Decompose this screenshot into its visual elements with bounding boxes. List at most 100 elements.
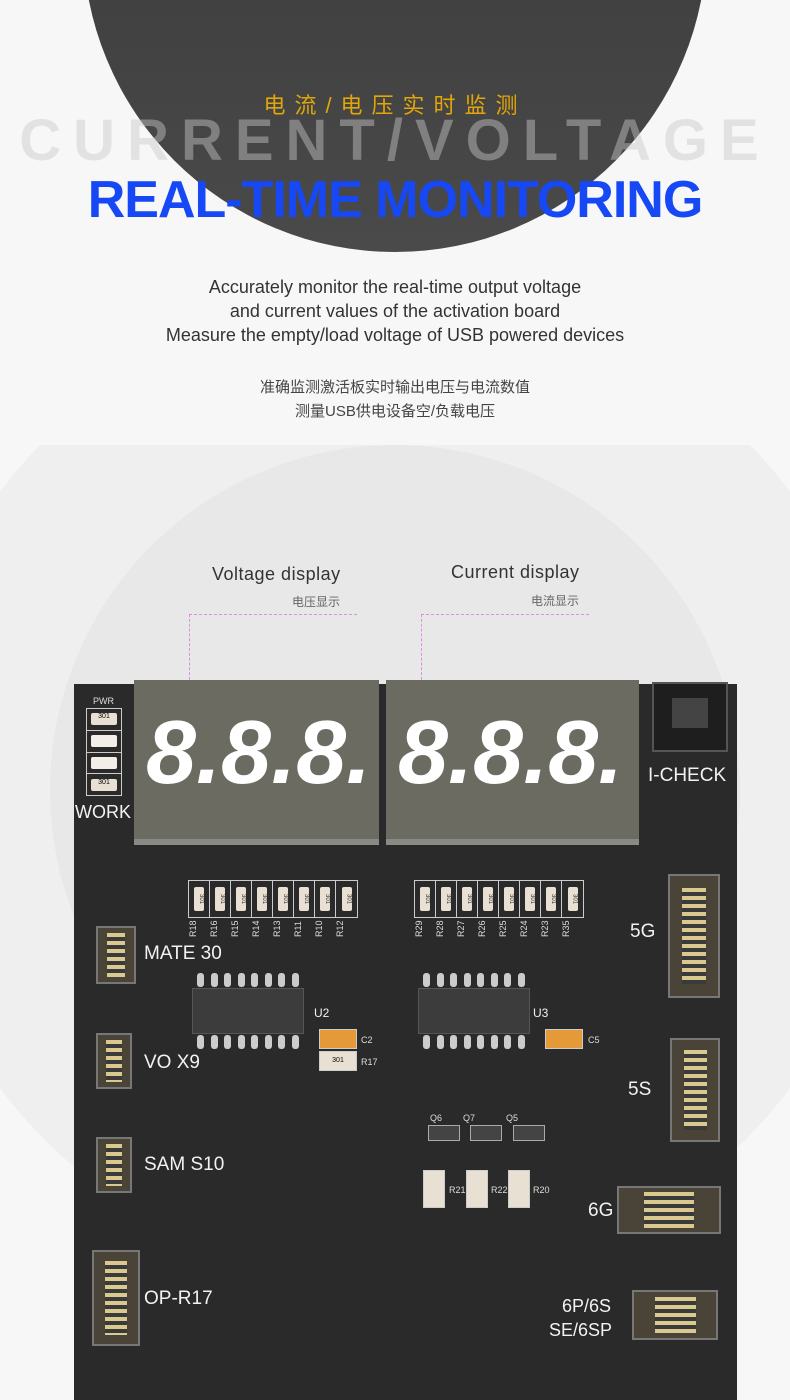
work-label: WORK [75,802,131,822]
resistor-label: R24 [519,920,529,938]
resistor-value: 301 [525,887,535,911]
current-callout-cn: 电流显示 [531,594,580,608]
resistor-value: 301 [194,887,204,911]
voltage-callout-cn: 电压显示 [292,595,341,609]
resistor-value: 301 [257,887,267,911]
vox9-label: VO X9 [144,1052,200,1073]
resistor-value: 301 [236,887,246,911]
resistor-value: 301 [215,887,225,911]
voltage-callout: Voltage display [212,564,341,584]
resistor: 301 [478,881,499,917]
resistor-value: 301 [483,887,493,911]
resistor: 301 [252,881,273,917]
q7-label: Q7 [463,1113,476,1123]
resistor: 301 [499,881,520,917]
resistor-value: 301 [462,887,472,911]
resistor: 301 [415,881,436,917]
u2-label: U2 [314,1006,330,1020]
r21-label: R21 [449,1185,466,1195]
resistor-label: R15 [230,920,240,938]
callout-line [189,614,357,615]
resistor: 301 [457,881,478,917]
voltage-display: 8.8.8. [134,680,379,845]
resistor-label: R25 [498,920,508,938]
resistor-label: R26 [477,920,487,938]
pwr-label: PWR [93,696,114,706]
i-check-connector[interactable] [652,682,728,752]
ic-u3 [418,973,530,1049]
5g-label: 5G [630,921,656,942]
resistor: 301 [273,881,294,917]
status-leds: 301 301 [86,708,122,796]
desc-cn-line: 测量USB供电设备空/负载电压 [294,403,495,420]
resistor: 301 [210,881,231,917]
resistor-label: R18 [188,920,198,938]
ic-u2 [192,973,304,1049]
resistor-r22 [466,1170,488,1208]
current-digits: 8.8.8. [398,703,624,803]
callout-line [421,614,589,615]
resistor-value: 301 [320,887,330,911]
connector-5g[interactable] [668,874,720,998]
transistor [428,1125,460,1141]
q6-label: Q6 [430,1113,443,1123]
resistor-label: R16 [209,920,219,938]
resistor: 301 [91,713,117,726]
led [91,756,117,769]
i-check-label: I-CHECK [648,765,727,786]
connector-6g[interactable] [617,1186,721,1234]
resistor-value: 301 [278,887,288,911]
callout-line [189,614,190,680]
desc-line: Measure the empty/load voltage of USB po… [165,325,625,345]
resistor-label: R27 [456,920,466,938]
r20-label: R20 [533,1185,550,1195]
r17-label: R17 [361,1057,378,1067]
resistor: 301 [336,881,357,917]
led [91,735,117,748]
6g-label: 6G [588,1200,614,1221]
capacitor-c2 [319,1029,357,1049]
connector-5s[interactable] [670,1038,720,1142]
resistor-r20 [508,1170,530,1208]
desc-cn-line: 准确监测激活板实时输出电压与电流数值 [259,379,530,396]
resistor: 301 [294,881,315,917]
resistor-value: 301 [341,887,352,911]
resistor-value: 301 [420,887,430,911]
resistor: 301 [520,881,541,917]
resistor-label: R13 [272,920,282,938]
resistor: 301 [189,881,210,917]
resistor-value: 301 [546,887,556,911]
resistor-value: 301 [441,887,451,911]
transistor [470,1125,502,1141]
c2-label: C2 [361,1035,373,1045]
r22-label: R22 [491,1185,508,1195]
connector-sams10[interactable] [96,1137,132,1193]
callout-line [421,614,422,680]
sams10-label: SAM S10 [144,1154,225,1175]
resistor-label: R10 [314,920,324,938]
connector-mate30[interactable] [96,926,136,984]
resistor-value: 301 [299,887,309,911]
connector-6p[interactable] [632,1290,718,1340]
resistor-label: R29 [414,920,424,938]
resistor-r17: 301 [319,1051,357,1071]
current-display: 8.8.8. [386,680,639,845]
resistor: 301 [231,881,252,917]
main-title: REAL-TIME MONITORING [87,171,704,229]
connector-opr17[interactable] [92,1250,140,1346]
resistor-label: R23 [540,920,550,938]
mate30-label: MATE 30 [144,943,222,964]
resistor-value: 301 [567,887,578,911]
resistor-label: R35 [561,920,571,938]
6p-label: 6P/6S [562,1296,612,1316]
resistor-value: 301 [504,887,514,911]
transistor [513,1125,545,1141]
resistor-label: R11 [293,921,303,937]
current-callout: Current display [451,562,580,582]
c5-label: C5 [588,1035,600,1045]
connector-vox9[interactable] [96,1033,132,1089]
resistor: 301 [315,881,336,917]
q5-label: Q5 [506,1113,519,1123]
